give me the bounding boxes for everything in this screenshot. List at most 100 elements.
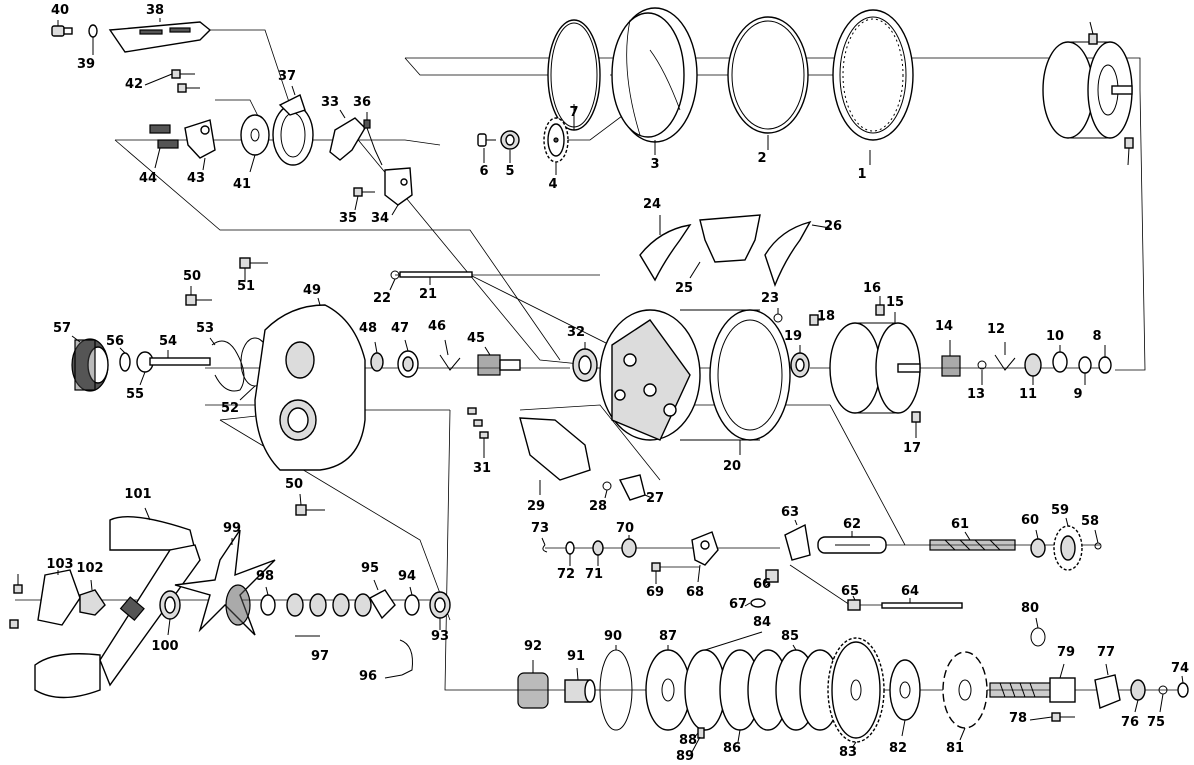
- part-plate-66: [691, 531, 719, 566]
- part-nut-100: [79, 589, 106, 616]
- part-plate-75: [1094, 674, 1121, 709]
- part-number-label: 73: [531, 521, 549, 536]
- part-lever-41: [184, 119, 216, 159]
- part-number-label: 95: [361, 561, 379, 576]
- part-cam-35: [272, 94, 314, 166]
- leader-line-83: [704, 631, 763, 651]
- part-clip-26: [602, 481, 612, 491]
- part-plate-39: [240, 114, 270, 156]
- part-number-label: 23: [761, 291, 779, 306]
- leader-line-57: [1094, 529, 1099, 544]
- part-clip-12: [994, 354, 1016, 371]
- part-number-label: 25: [675, 281, 693, 296]
- leader-line-101: [90, 579, 93, 591]
- part-number-label: 26: [824, 219, 842, 234]
- part-number-label: 15: [886, 295, 904, 310]
- leader-line-79: [1035, 617, 1039, 629]
- part-number-label: 6: [479, 164, 488, 179]
- part-lever-31: [329, 117, 366, 161]
- part-bearing-29: [572, 348, 598, 382]
- part-number-label: 62: [843, 517, 861, 532]
- part-number-label: 22: [373, 291, 391, 306]
- leader-line-74: [1159, 693, 1164, 713]
- part-clip-21b: [773, 313, 783, 323]
- part-number-label: 75: [1147, 715, 1165, 730]
- part-number-label: 94: [398, 569, 416, 584]
- part-screw-48-top: [185, 294, 212, 306]
- part-washer-9: [1078, 356, 1092, 374]
- part-number-label: 42: [125, 77, 143, 92]
- part-number-label: 68: [686, 585, 704, 600]
- leader-line-99: [167, 618, 171, 636]
- part-number-label: 36: [353, 95, 371, 110]
- part-ratchet-79: [942, 651, 988, 729]
- leader-line-67: [697, 564, 701, 583]
- part-number-label: 31: [473, 461, 491, 476]
- part-number-label: 99: [223, 521, 241, 536]
- part-number-label: 53: [196, 321, 214, 336]
- part-number-label: 72: [557, 567, 575, 582]
- leader-line-27: [604, 489, 608, 499]
- part-pinion-43: [477, 354, 521, 376]
- part-ring-7: [547, 19, 601, 131]
- leader-line-59: [1035, 529, 1039, 540]
- part-washer-70: [565, 541, 575, 555]
- leader-line-90: [576, 667, 579, 681]
- leader-line-40: [144, 73, 173, 86]
- part-number-label: 66: [753, 577, 771, 592]
- part-main-shaft-77: [989, 677, 1076, 703]
- part-plate-101: [37, 569, 81, 626]
- part-sideplate-47: [254, 304, 366, 471]
- leader-line-25: [811, 224, 831, 229]
- leader-line-87: [693, 732, 699, 739]
- part-thumbbar-22: [639, 224, 692, 282]
- leader-line-85: [737, 729, 741, 743]
- part-clip-13: [977, 360, 987, 370]
- part-number-label: 64: [901, 584, 919, 599]
- part-shaft-20: [399, 271, 473, 278]
- leader-line-100: [144, 507, 151, 521]
- part-number-label: 103: [46, 557, 73, 572]
- part-number-label: 45: [467, 331, 485, 346]
- part-rod-62: [881, 602, 963, 609]
- part-screw-38: [51, 25, 73, 37]
- part-number-label: 11: [1019, 387, 1037, 402]
- leader-line-33: [354, 195, 359, 211]
- leader-line-32: [391, 204, 399, 216]
- part-number-label: 20: [723, 459, 741, 474]
- leader-line-64: [852, 595, 856, 601]
- part-number-label: 58: [1081, 514, 1099, 529]
- part-pawl-25: [618, 474, 646, 501]
- part-number-label: 81: [946, 741, 964, 756]
- part-pin-64: [765, 569, 779, 583]
- part-number-label: 59: [1051, 503, 1069, 518]
- leader-line-97: [265, 586, 269, 596]
- part-screws-102: [9, 584, 23, 629]
- part-number-label: 84: [753, 615, 771, 630]
- leader-line-77: [1029, 716, 1053, 721]
- part-pin-86: [697, 727, 705, 739]
- part-clip-56: [1094, 542, 1102, 550]
- part-number-label: 71: [585, 567, 603, 582]
- part-number-label: 44: [139, 171, 157, 186]
- part-bearing-46: [370, 352, 384, 372]
- part-washer-72: [1177, 682, 1189, 698]
- part-clip-36: [108, 21, 212, 53]
- leader-line-75: [1134, 699, 1139, 713]
- part-number-label: 12: [987, 322, 1005, 337]
- part-main-gear-81: [827, 637, 885, 743]
- leader-line-54: [139, 371, 146, 386]
- part-number-label: 57: [53, 321, 71, 336]
- part-number-label: 61: [951, 517, 969, 532]
- part-number-label: 28: [589, 499, 607, 514]
- part-washer-85: [645, 649, 691, 731]
- part-number-label: 34: [371, 211, 389, 226]
- part-knob-55: [71, 338, 109, 392]
- part-number-label: 39: [77, 57, 95, 72]
- part-ring-1: [832, 9, 914, 141]
- leader-line-47: [317, 297, 321, 306]
- part-number-label: 38: [146, 3, 164, 18]
- leader-line-60: [964, 531, 971, 541]
